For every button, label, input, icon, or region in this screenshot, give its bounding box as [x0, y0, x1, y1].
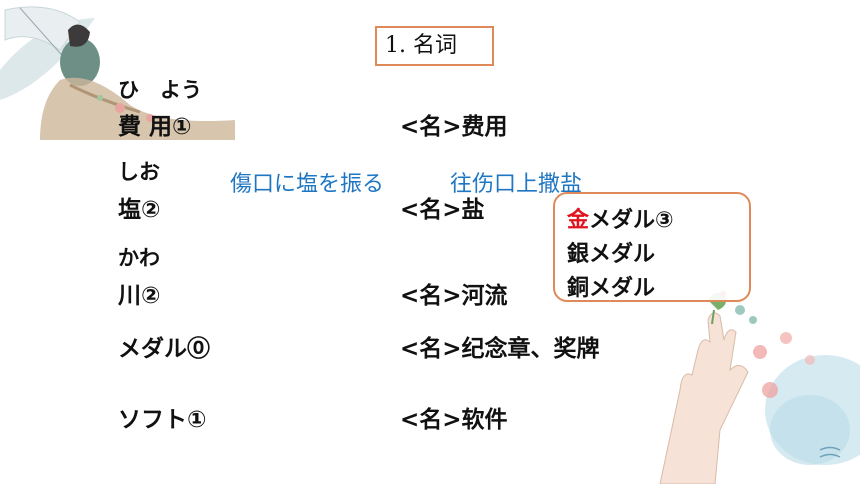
reading-shio: しお: [118, 160, 160, 184]
silver-medal-line: 銀メダル: [567, 242, 656, 267]
gold-char: 金: [567, 208, 590, 233]
word-hiyou: 費 用①: [118, 114, 192, 140]
medal-types-box: 金メダル③ 銀メダル 銅メダル: [553, 192, 751, 302]
meaning-medaru: <名>纪念章、奖牌: [400, 336, 600, 362]
reading-hiyou: ひ よう: [118, 78, 202, 102]
meaning-kawa: <名>河流: [400, 283, 508, 309]
word-kawa: 川②: [118, 283, 161, 309]
copper-medal-line: 銅メダル: [567, 276, 656, 301]
reading-kawa: かわ: [118, 246, 160, 270]
parasol-girl-illustration: [0, 6, 235, 140]
word-sofuto: ソフト①: [118, 407, 207, 433]
section-title: 1. 名词: [375, 26, 494, 66]
meaning-shio: <名>盐: [400, 197, 485, 223]
gold-medal-text: メダル③: [589, 208, 674, 233]
example-japanese: 傷口に塩を振る: [230, 172, 385, 197]
gold-medal-line: 金メダル③: [567, 202, 674, 234]
meaning-hiyou: <名>费用: [400, 114, 508, 140]
word-medaru: メダル⓪: [118, 336, 210, 362]
meaning-sofuto: <名>软件: [400, 407, 508, 433]
word-shio: 塩②: [118, 197, 161, 223]
hand-bird-illustration: [659, 291, 860, 484]
